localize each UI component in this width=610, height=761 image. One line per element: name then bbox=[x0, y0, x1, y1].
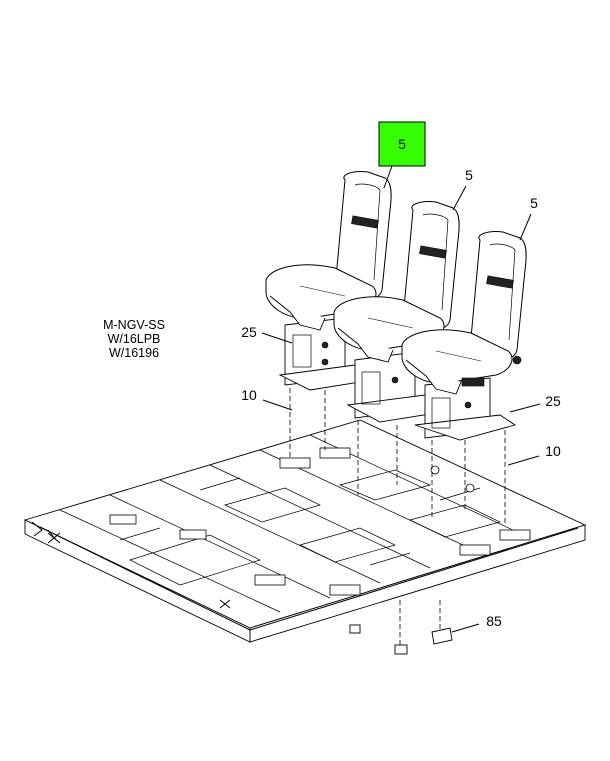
callout-seat-right: 5 bbox=[519, 195, 538, 241]
callout-label: 25 bbox=[241, 324, 257, 340]
callout-seat-middle: 5 bbox=[452, 167, 473, 211]
riser-right bbox=[414, 377, 517, 441]
application-note: M-NGV-SS W/16LPB W/16196 bbox=[103, 318, 165, 360]
callout-label: 5 bbox=[530, 195, 538, 211]
floor-pan bbox=[23, 419, 587, 643]
callout-bolt-right: 10 bbox=[507, 443, 561, 466]
callout-label: 85 bbox=[486, 613, 502, 629]
callout-seat-highlighted: 5 bbox=[378, 121, 426, 189]
callout-label: 5 bbox=[465, 167, 473, 183]
callout-bracket: 85 bbox=[451, 613, 502, 633]
callout-label: 10 bbox=[241, 387, 257, 403]
callout-label: 5 bbox=[398, 136, 406, 152]
bracket-85 bbox=[431, 600, 453, 645]
floor-clip-left bbox=[349, 624, 361, 634]
note-line-3: W/16196 bbox=[109, 346, 159, 360]
callout-label: 10 bbox=[545, 443, 561, 459]
callout-riser-right: 25 bbox=[509, 393, 561, 413]
floor-clip-middle bbox=[394, 600, 408, 655]
note-line-2: W/16LPB bbox=[108, 332, 161, 346]
callout-bolt-left: 10 bbox=[241, 387, 293, 411]
callout-highlight-box bbox=[378, 121, 426, 167]
alignment-lines bbox=[289, 388, 506, 525]
seat-right bbox=[401, 231, 527, 395]
callout-label: 25 bbox=[545, 393, 561, 409]
callout-riser-left: 25 bbox=[241, 324, 293, 344]
seat-left bbox=[265, 171, 392, 331]
note-line-1: M-NGV-SS bbox=[103, 318, 165, 332]
